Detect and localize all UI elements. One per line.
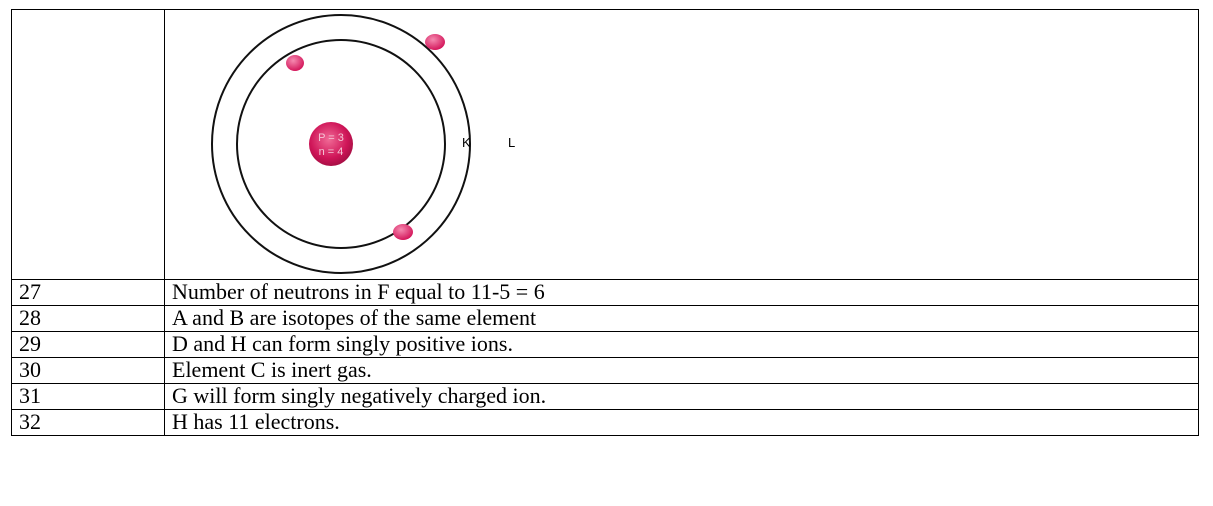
diagram-row: P = 3 n = 4 K L (11, 9, 1199, 280)
shell-l-orbit (211, 14, 471, 274)
row-text: D and H can form singly positive ions. (164, 331, 1199, 358)
table-row: 27 Number of neutrons in F equal to 11-5… (11, 279, 1199, 306)
row-number: 28 (11, 305, 165, 332)
row-text: Element C is inert gas. (164, 357, 1199, 384)
shell-k-orbit (236, 39, 446, 249)
nucleus (309, 122, 353, 166)
table-row: 28 A and B are isotopes of the same elem… (11, 305, 1199, 332)
row-text: Number of neutrons in F equal to 11-5 = … (164, 279, 1199, 306)
shell-l-label: L (508, 135, 515, 150)
row-text: H has 11 electrons. (164, 409, 1199, 436)
row-number: 31 (11, 383, 165, 410)
nucleus-neutrons-label: n = 4 (319, 146, 344, 158)
row-text: A and B are isotopes of the same element (164, 305, 1199, 332)
row-number: 27 (11, 279, 165, 306)
table-row: 30 Element C is inert gas. (11, 357, 1199, 384)
electron-2 (425, 34, 445, 50)
row-text: G will form singly negatively charged io… (164, 383, 1199, 410)
table-row: 32 H has 11 electrons. (11, 409, 1199, 436)
row-number: 30 (11, 357, 165, 384)
electron-3 (393, 224, 413, 240)
answer-table: P = 3 n = 4 K L 27 Number of neutrons in… (11, 9, 1199, 436)
table-row: 29 D and H can form singly positive ions… (11, 331, 1199, 358)
table-row: 31 G will form singly negatively charged… (11, 383, 1199, 410)
row-number: 32 (11, 409, 165, 436)
row-number: 29 (11, 331, 165, 358)
shell-k-label: K (462, 135, 471, 150)
diagram-cell: P = 3 n = 4 K L (164, 9, 1199, 280)
atom-diagram: P = 3 n = 4 K L (166, 11, 526, 279)
electron-1 (286, 55, 304, 71)
nucleus-protons-label: P = 3 (318, 132, 344, 144)
diagram-number-cell (11, 9, 165, 280)
